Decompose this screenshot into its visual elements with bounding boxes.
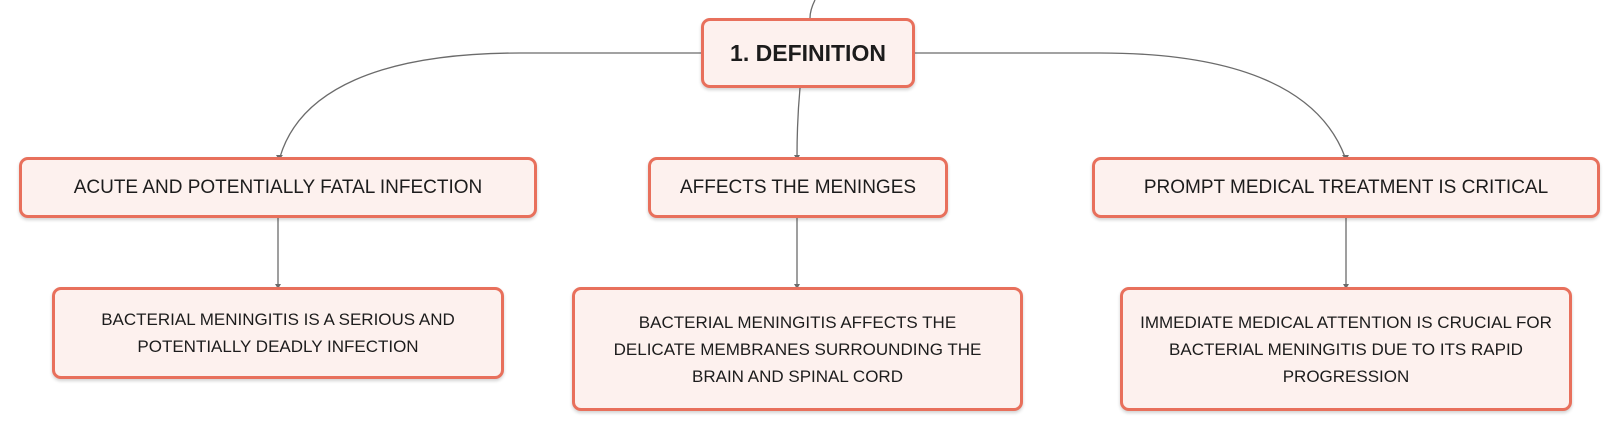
- detail-node-serious-infection[interactable]: BACTERIAL MENINGITIS IS A SERIOUS AND PO…: [52, 287, 504, 379]
- detail-text: BACTERIAL MENINGITIS AFFECTS THE DELICAT…: [613, 312, 982, 386]
- branch-node-acute-infection[interactable]: ACUTE AND POTENTIALLY FATAL INFECTION: [19, 157, 537, 218]
- detail-text: IMMEDIATE MEDICAL ATTENTION IS CRUCIAL F…: [1140, 312, 1552, 386]
- branch-node-affects-meninges[interactable]: AFFECTS THE MENINGES: [648, 157, 948, 218]
- branch-label: PROMPT MEDICAL TREATMENT IS CRITICAL: [1143, 176, 1549, 198]
- connector-root-to-branch-1: [279, 52, 701, 158]
- detail-node-delicate-membranes[interactable]: BACTERIAL MENINGITIS AFFECTS THE DELICAT…: [572, 287, 1023, 411]
- connector-parent-to-root: [809, 0, 816, 19]
- arrowhead-detail-3: [1343, 284, 1349, 289]
- branch-label: AFFECTS THE MENINGES: [679, 176, 917, 198]
- connector-root-to-branch-2: [796, 87, 801, 158]
- detail-text: BACTERIAL MENINGITIS IS A SERIOUS AND PO…: [101, 310, 455, 356]
- root-topic-node[interactable]: 1. DEFINITION: [701, 18, 915, 88]
- arrowhead-detail-1: [275, 284, 281, 289]
- detail-node-immediate-attention[interactable]: IMMEDIATE MEDICAL ATTENTION IS CRUCIAL F…: [1120, 287, 1572, 411]
- branch-label: ACUTE AND POTENTIALLY FATAL INFECTION: [73, 176, 483, 198]
- root-topic-label: 1. DEFINITION: [730, 39, 886, 66]
- connector-root-to-branch-3: [915, 52, 1346, 158]
- branch-node-prompt-treatment[interactable]: PROMPT MEDICAL TREATMENT IS CRITICAL: [1092, 157, 1600, 218]
- arrowhead-detail-2: [794, 284, 800, 289]
